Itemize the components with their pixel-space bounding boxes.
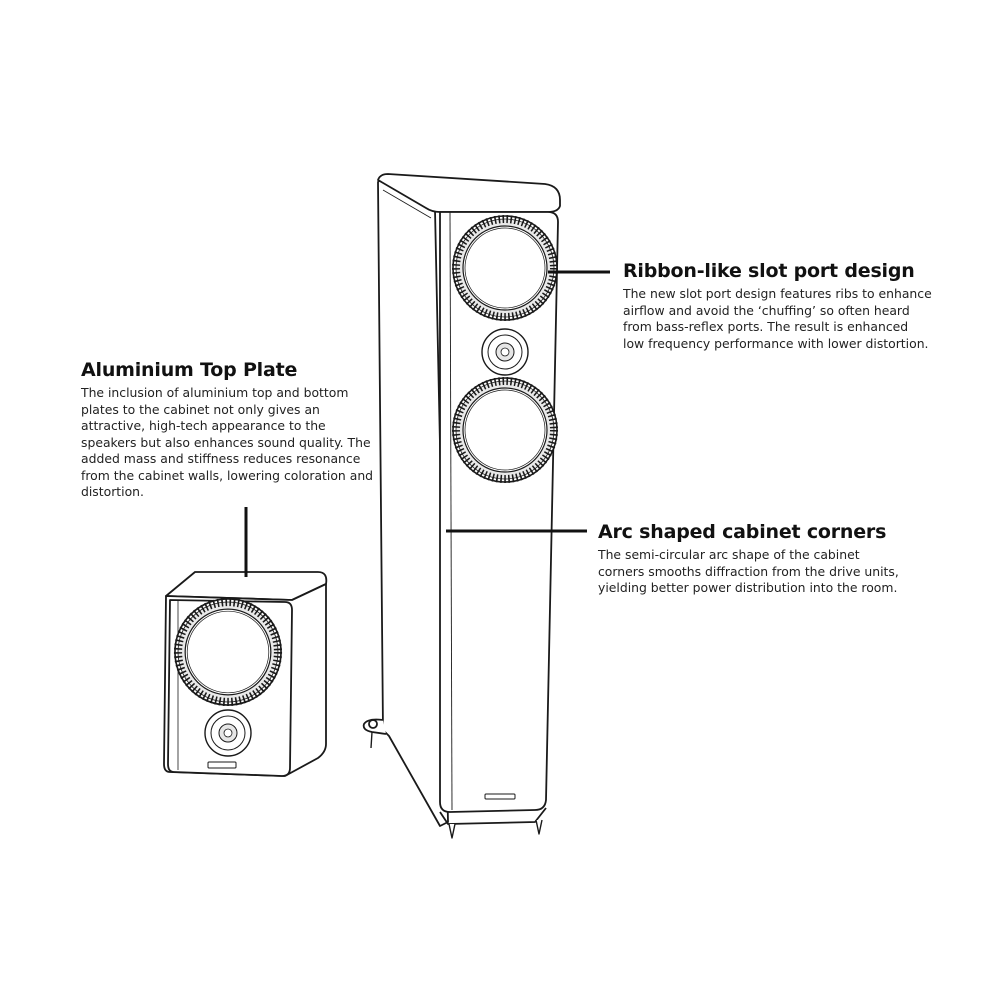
callout-slot-port: Ribbon-like slot port design The new slo… — [623, 260, 933, 352]
callout-title: Arc shaped cabinet corners — [598, 521, 887, 543]
floorstanding-speaker-icon — [362, 173, 561, 839]
callout-top-plate: Aluminium Top Plate The inclusion of alu… — [81, 359, 381, 501]
leader-lines — [244, 270, 610, 577]
callout-arc-corners: Arc shaped cabinet corners The semi-circ… — [598, 521, 908, 597]
callout-body: The new slot port design features ribs t… — [623, 286, 932, 351]
callout-body: The inclusion of aluminium top and botto… — [81, 385, 374, 499]
callout-title: Aluminium Top Plate — [81, 359, 298, 381]
callout-body: The semi-circular arc shape of the cabin… — [598, 547, 899, 595]
callout-title: Ribbon-like slot port design — [623, 260, 915, 282]
